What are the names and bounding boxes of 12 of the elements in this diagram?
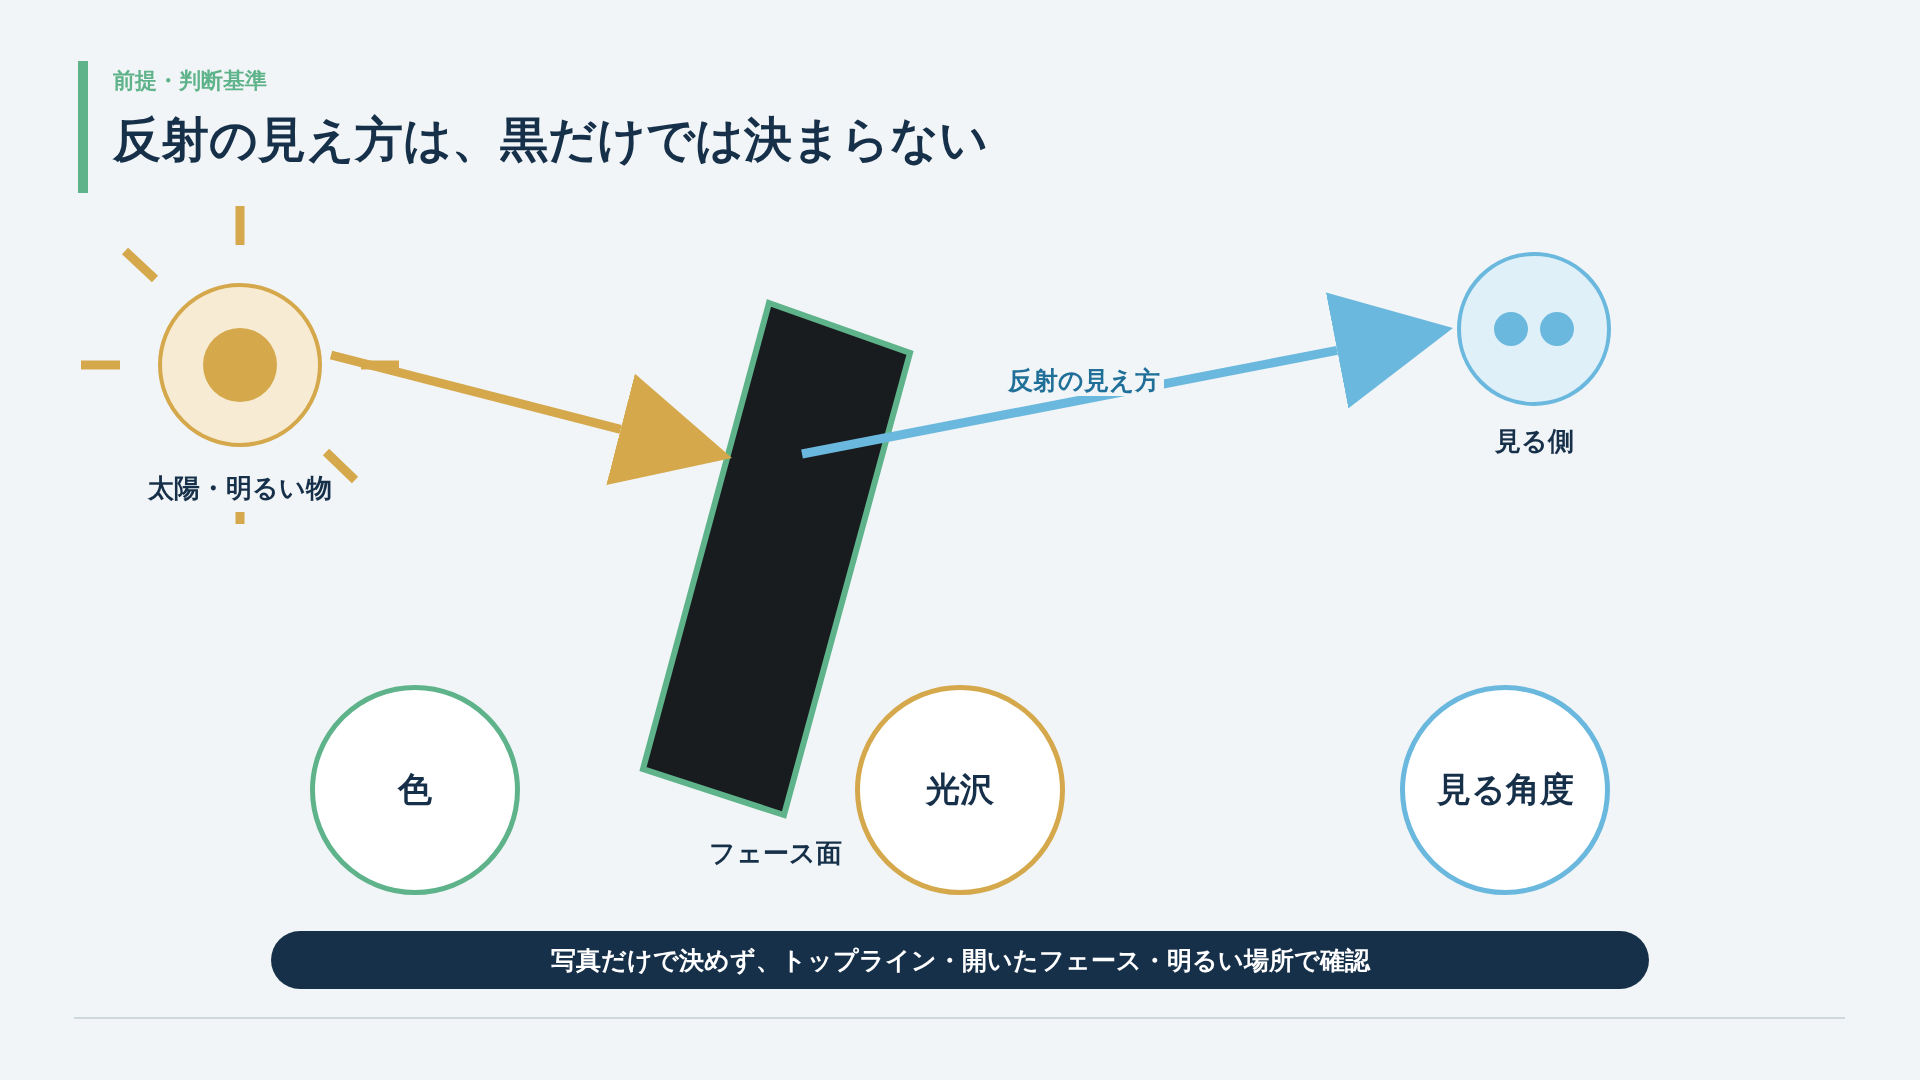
node-label: 太陽・明るい物 [148, 473, 332, 505]
edge-label: 反射の見え方 [1004, 366, 1164, 396]
factor-circle: 見る角度 [1400, 685, 1610, 895]
arrow [329, 350, 732, 486]
summary-banner: 写真だけで決めず、トップライン・開いたフェース・明るい場所で確認 [271, 931, 1649, 989]
title: 反射の見え方は、黒だけでは決まらない [113, 110, 988, 169]
node-label: 見る側 [1494, 426, 1574, 458]
section-label: 前提・判断基準 [113, 67, 267, 95]
node-label: フェース面 [708, 838, 842, 870]
factor-circle: 光沢 [855, 685, 1065, 895]
arrow [801, 292, 1453, 459]
factor-circle: 色 [310, 685, 520, 895]
